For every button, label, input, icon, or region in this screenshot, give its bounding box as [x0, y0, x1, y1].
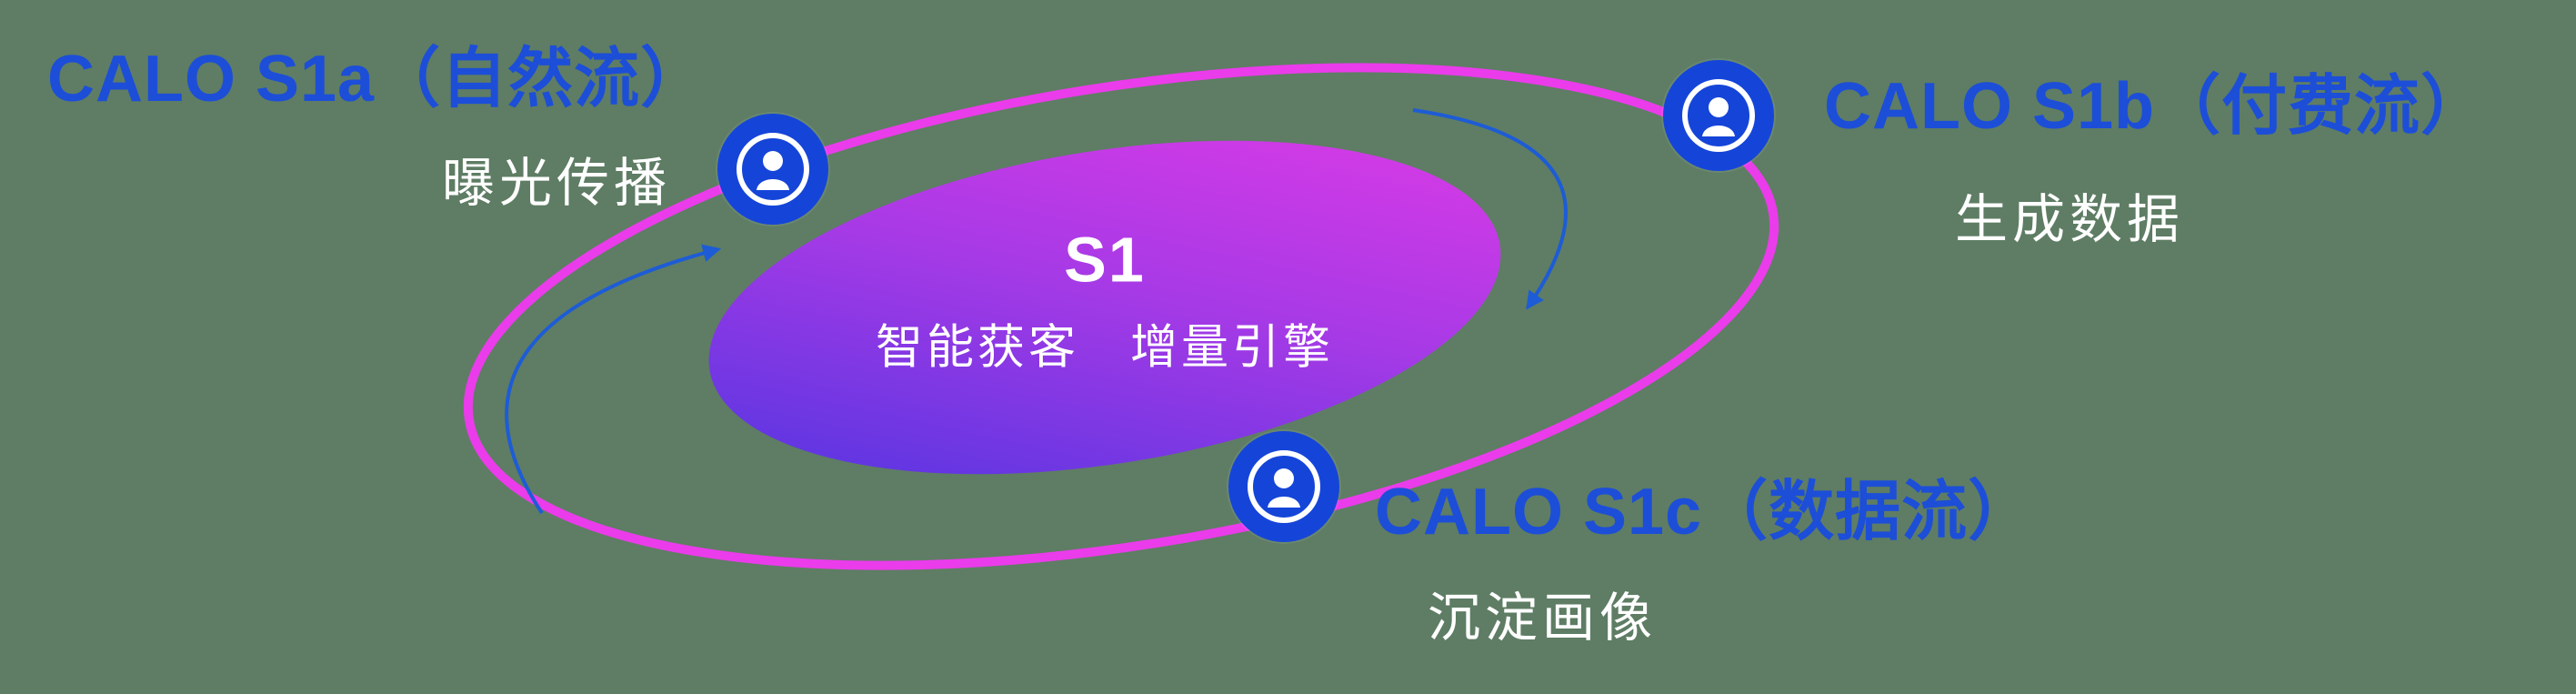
- user-icon: [1682, 79, 1755, 152]
- node-calo-s1a: [717, 114, 828, 225]
- core-label: S1 智能获客 增量引擎: [876, 224, 1334, 377]
- user-icon: [1248, 450, 1320, 523]
- label-calo-s1a-subtitle: 曝光传播: [442, 154, 672, 213]
- label-calo-s1c-subtitle: 沉淀画像: [1428, 588, 1658, 648]
- flow-arrow-left: [505, 244, 722, 515]
- label-calo-s1b-title: CALO S1b（付费流）: [1824, 70, 2488, 143]
- flow-arrow-right: [1412, 108, 1568, 310]
- core-title: S1: [1064, 224, 1146, 296]
- label-calo-s1b-subtitle: 生成数据: [1955, 190, 2185, 249]
- user-icon: [737, 133, 809, 206]
- orbit-ring: [463, 63, 1779, 570]
- node-calo-s1b: [1663, 60, 1774, 171]
- core-ellipse: [708, 140, 1501, 475]
- label-calo-s1a-title: CALO S1a（自然流）: [47, 43, 707, 116]
- core-subtitle: 智能获客 增量引擎: [875, 321, 1335, 375]
- node-calo-s1c: [1228, 431, 1339, 542]
- label-calo-s1c-title: CALO S1c（数据流）: [1375, 476, 2035, 548]
